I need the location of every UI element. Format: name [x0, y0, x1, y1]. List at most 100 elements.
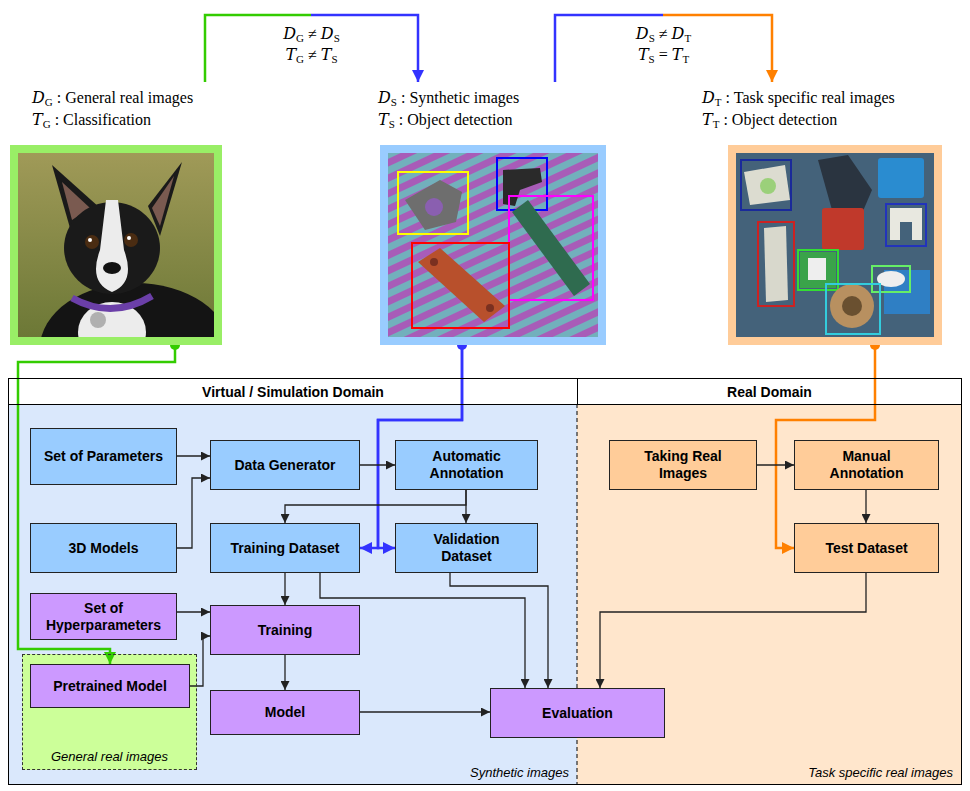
math-symbol: DS: [321, 25, 340, 42]
blue-cube: [878, 158, 924, 198]
red-cube: [822, 208, 864, 250]
math-letter: D: [283, 24, 296, 43]
part-hole: [425, 198, 443, 216]
dashed-group: General real imagesPretrained Model: [22, 654, 197, 770]
bounding-box: [886, 204, 926, 246]
bounding-box: [758, 222, 794, 306]
box-label: Training: [258, 622, 312, 639]
math-subscript: G: [296, 53, 304, 65]
bounding-box: [412, 243, 509, 328]
math-symbol: DG: [32, 89, 53, 106]
box-label: Test Dataset: [825, 540, 907, 557]
process-box: Training Dataset: [210, 523, 360, 573]
math-subscript: S: [331, 53, 337, 65]
bounding-box: [497, 158, 547, 210]
region-header-strip: Real Domain: [577, 379, 961, 405]
math-letter: T: [321, 45, 332, 64]
math-subscript: G: [43, 118, 51, 130]
bar-part: [418, 248, 505, 322]
connector: [177, 611, 210, 612]
box-label: Set of Hyperparameters: [43, 600, 164, 634]
box-label: Validation Dataset: [408, 531, 525, 565]
connector: [360, 464, 395, 465]
math-subscript: T: [713, 118, 720, 130]
connector: [177, 478, 210, 548]
domain-region: Real DomainTask specific real imagesTaki…: [577, 378, 962, 785]
math-letter: T: [32, 110, 43, 129]
connector: [600, 573, 866, 688]
box-label: Set of Parameters: [44, 448, 163, 465]
math-symbol: DT: [702, 89, 722, 106]
green-cube: [800, 252, 836, 288]
connector: [284, 573, 285, 605]
math-letter: T: [378, 110, 389, 129]
math-symbol: DS: [636, 25, 655, 42]
dog-blaze: [96, 200, 128, 292]
dog-photo: [18, 153, 214, 337]
panel-heading: TT : Object detection: [700, 109, 945, 131]
math-symbol: DS: [378, 89, 397, 106]
bounding-box: [509, 196, 593, 300]
bounding-box: [826, 284, 880, 334]
region-note: Task specific real images: [808, 765, 953, 780]
text-run: : Task specific real images: [722, 89, 895, 106]
eye-highlight: [88, 238, 92, 242]
connector: [205, 15, 418, 82]
white-part: [877, 271, 905, 287]
header-strip-fill: [8, 378, 577, 404]
panel-heading: TS : Object detection: [378, 109, 608, 131]
math-symbol: TG: [285, 46, 304, 63]
math-subscript: S: [389, 118, 395, 130]
process-box: Validation Dataset: [395, 523, 538, 573]
part-hole: [430, 258, 438, 266]
dog-ear-inner: [152, 176, 174, 226]
process-box: Set of Parameters: [30, 428, 177, 485]
panel-heading: TG : Classification: [10, 109, 225, 131]
edge-label: DS ≠ DT TS = TT: [636, 23, 692, 65]
region-fill: [22, 654, 197, 770]
bracket-part: [405, 180, 462, 230]
math-symbol: DG: [283, 25, 304, 42]
region-note: Synthetic images: [470, 765, 569, 780]
math-letter: T: [702, 110, 713, 129]
bounding-box: [872, 266, 910, 292]
process-box: Automatic Annotation: [395, 440, 538, 490]
white-part: [808, 258, 826, 280]
process-box: Manual Annotation: [794, 440, 939, 490]
text-run: ≠: [655, 25, 672, 42]
math-subscript: T: [684, 32, 691, 44]
image-panel: DG : General real imagesTG : Classificat…: [10, 82, 225, 345]
process-box: Training: [210, 605, 360, 655]
bounding-box: [398, 172, 468, 234]
dog-nose: [103, 262, 121, 274]
real-image: [736, 153, 934, 337]
process-box: Model: [210, 690, 360, 735]
image-frame: [10, 145, 222, 345]
math-letter: D: [378, 88, 391, 107]
white-part: [764, 226, 788, 302]
connector: [284, 655, 285, 690]
box-label: Manual Annotation: [807, 448, 926, 482]
region-title: Real Domain: [727, 384, 812, 400]
text-run: : Object detection: [395, 111, 513, 128]
collar-tag: [90, 312, 106, 328]
process-box: Evaluation: [490, 688, 665, 738]
math-symbol: TS: [378, 111, 395, 128]
pcb-part: [512, 200, 590, 296]
process-box: 3D Models: [30, 523, 177, 573]
connector: [865, 490, 866, 523]
region-fills: [8, 378, 962, 785]
image-panel: DT : Task specific real images TT : Objec…: [700, 82, 945, 345]
text-run: : Synthetic images: [397, 89, 519, 106]
table-surface: [736, 153, 934, 337]
math-subscript: S: [334, 32, 340, 44]
text-run: ≠: [304, 46, 321, 63]
math-subscript: G: [296, 32, 304, 44]
math-subscript: T: [715, 96, 722, 108]
math-letter: T: [638, 45, 649, 64]
math-symbol: TG: [32, 111, 51, 128]
box-label: Model: [265, 704, 305, 721]
math-subscript: G: [45, 96, 53, 108]
math-letter: D: [702, 88, 715, 107]
math-symbol: TT: [702, 111, 719, 128]
